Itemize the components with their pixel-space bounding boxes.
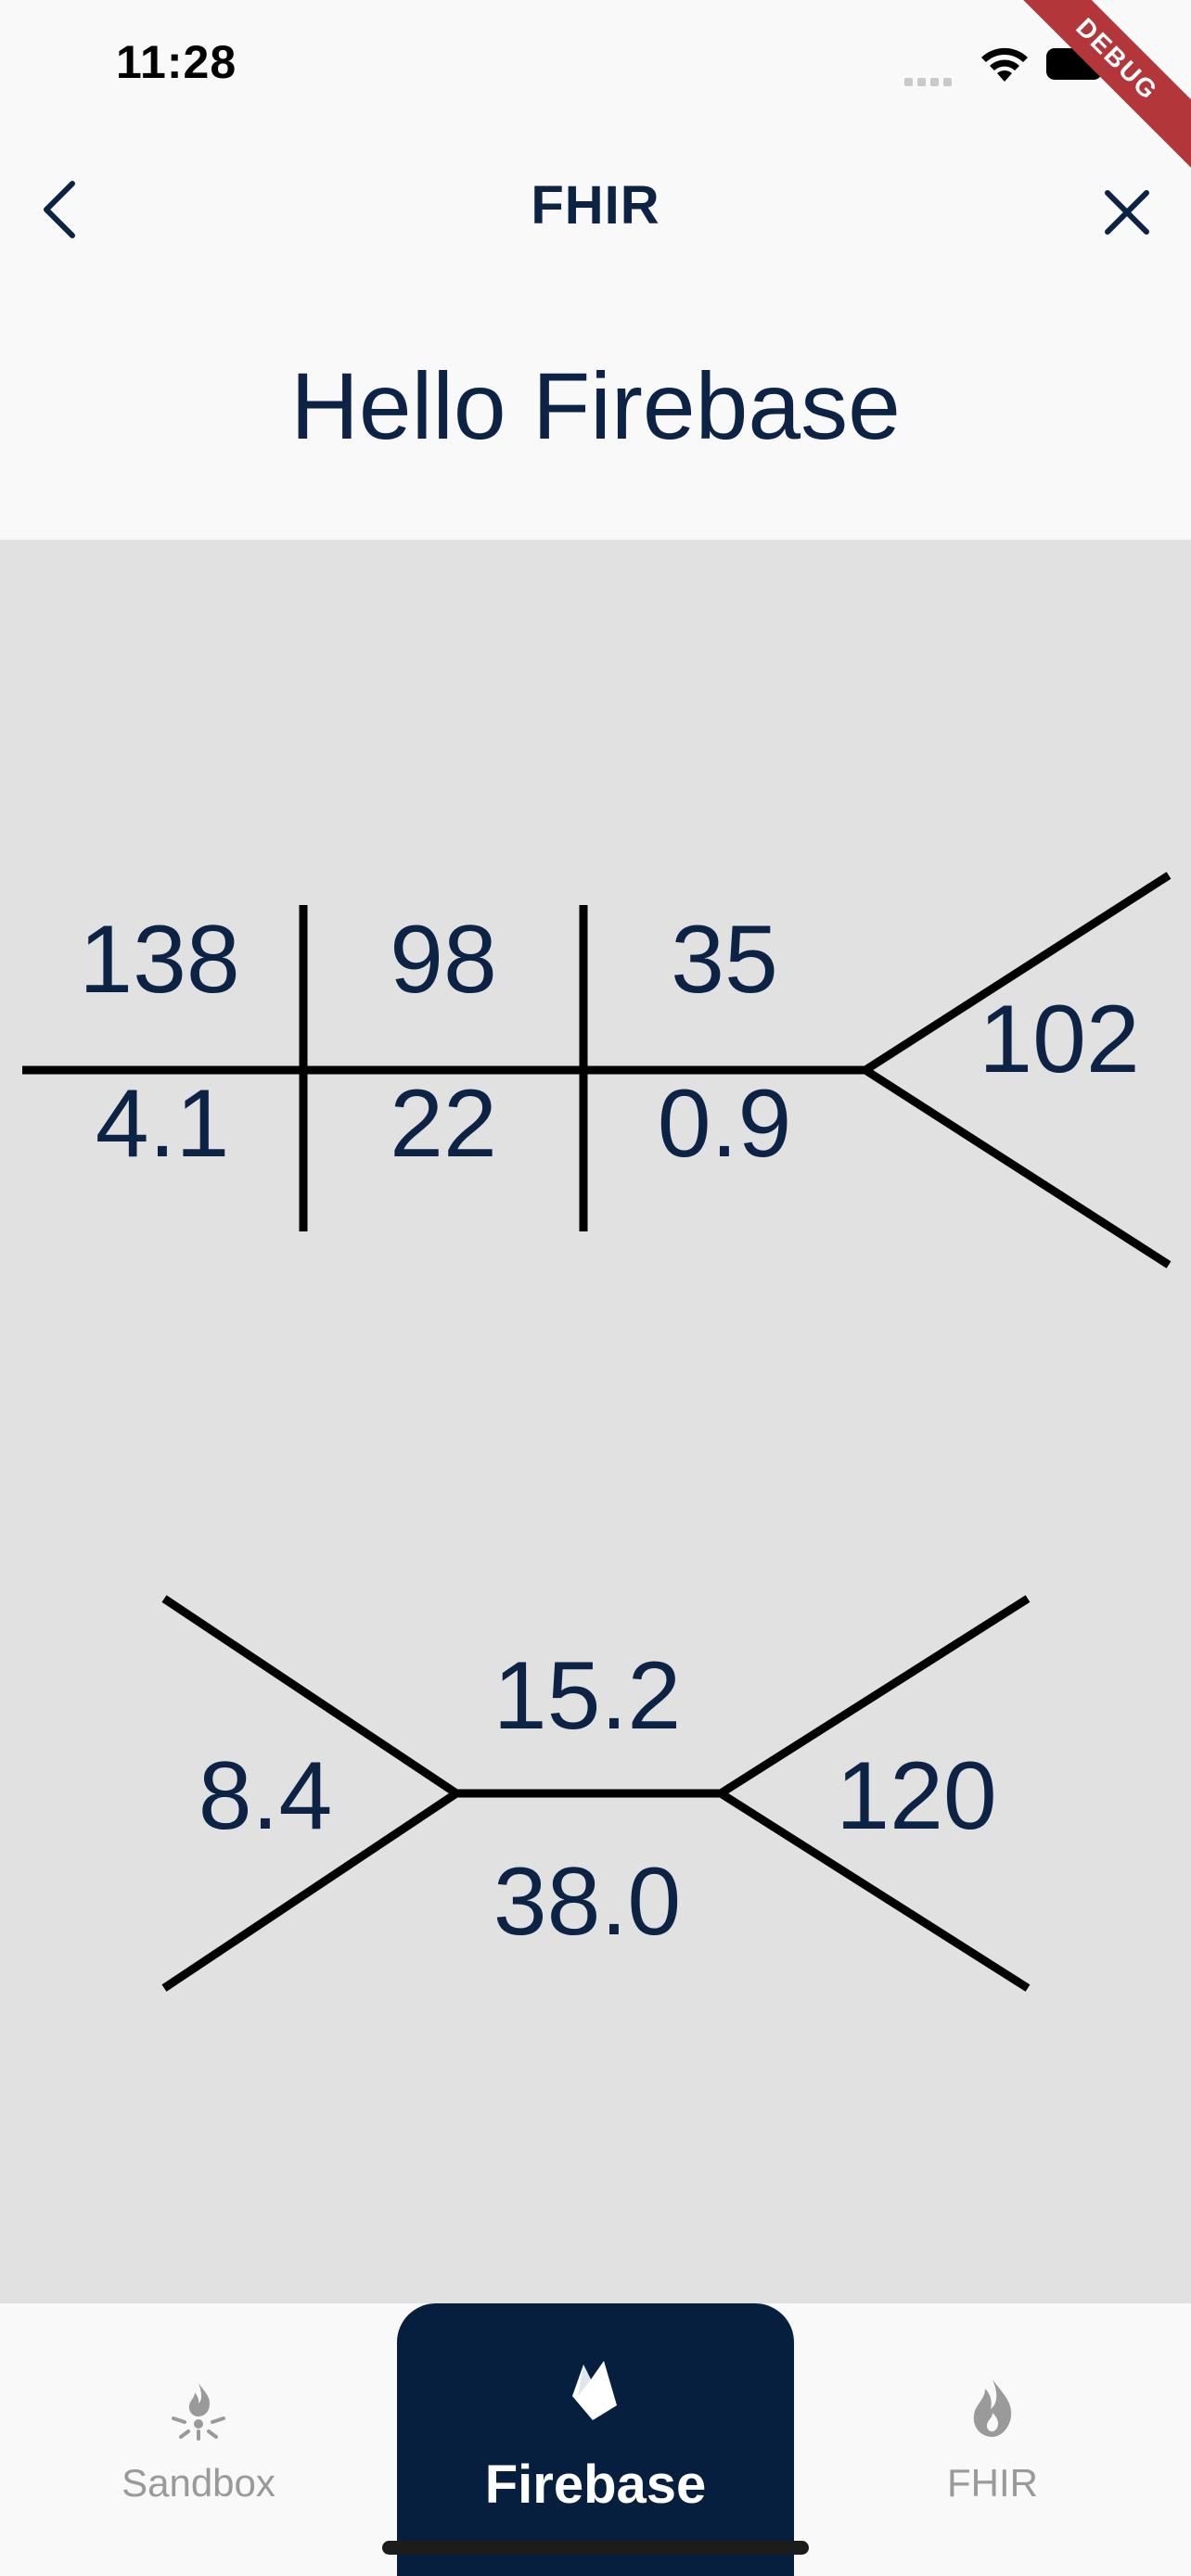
page-title: Hello Firebase <box>290 353 901 459</box>
campfire-icon <box>172 2383 225 2441</box>
close-icon <box>1105 190 1149 235</box>
bmp-top-value-2: 98 <box>390 906 497 1014</box>
bmp-bottom-value-2: 22 <box>390 1070 497 1178</box>
tab-firebase[interactable]: Firebase <box>397 2303 794 2576</box>
tab-label-sandbox: Sandbox <box>122 2461 275 2505</box>
cbc-left-lower-line <box>161 1790 459 1992</box>
bmp-bottom-value-3: 0.9 <box>658 1070 792 1178</box>
nav-title: FHIR <box>531 175 660 236</box>
cbc-left-value: 8.4 <box>198 1742 333 1850</box>
cbc-top-value: 15.2 <box>493 1642 681 1750</box>
cbc-right-lower-line <box>718 1790 1031 1992</box>
home-indicator <box>382 2541 809 2555</box>
back-button[interactable] <box>33 174 89 239</box>
bmp-top-value-1: 138 <box>79 906 240 1014</box>
chevron-left-icon <box>44 181 75 238</box>
bmp-branch-lower <box>863 1066 1172 1269</box>
navigation-bar: FHIR <box>0 148 1191 269</box>
close-button[interactable] <box>1095 174 1159 239</box>
cbc-bottom-value: 38.0 <box>493 1848 681 1956</box>
tab-label-firebase: Firebase <box>484 2455 707 2515</box>
cbc-right-value: 120 <box>836 1742 997 1850</box>
tab-fhir[interactable]: FHIR <box>794 2303 1191 2576</box>
flame-icon <box>973 2379 1012 2437</box>
bmp-diagram <box>22 872 1172 1269</box>
status-time: 11:28 <box>116 36 237 88</box>
bottom-tab-bar: Sandbox Firebase FHIR <box>0 2303 1191 2576</box>
tab-sandbox[interactable]: Sandbox <box>0 2303 397 2576</box>
cbc-right-upper-line <box>718 1595 1031 1797</box>
status-bar: 11:28 <box>0 0 1191 130</box>
firebase-icon <box>572 2361 617 2420</box>
bmp-top-value-3: 35 <box>671 906 778 1014</box>
tab-label-fhir: FHIR <box>947 2461 1038 2505</box>
cbc-left-upper-line <box>161 1595 459 1797</box>
bmp-bottom-value-1: 4.1 <box>96 1070 230 1178</box>
lab-diagram-panel: 138 98 35 4.1 22 0.9 102 8.4 15.2 38.0 1… <box>0 540 1191 2303</box>
cellular-signal-icon <box>904 74 956 91</box>
lab-diagrams-canvas: 138 98 35 4.1 22 0.9 102 8.4 15.2 38.0 1… <box>22 872 1172 1992</box>
bmp-branch-upper <box>863 872 1172 1074</box>
cbc-diagram <box>161 1595 1031 1992</box>
bmp-right-value: 102 <box>979 986 1140 1093</box>
wifi-icon <box>981 47 1028 82</box>
